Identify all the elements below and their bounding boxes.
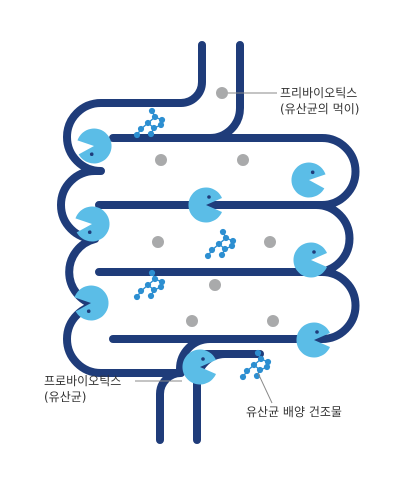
culture-molecule-icon: [204, 228, 237, 260]
prebiotic-dot-icon: [237, 154, 249, 166]
culture-label-text: 유산균 배양 건조물: [246, 405, 342, 419]
probiotic-pacman-icon: [182, 349, 216, 385]
culture-molecule-icon: [133, 107, 166, 139]
prebiotic-dot-icon: [267, 315, 279, 327]
prebiotic-dot-icon: [264, 236, 276, 248]
probiotics-label: 프로바이오틱스 (유산균): [44, 373, 121, 405]
prebiotics-label-line2: (유산균의 먹이): [280, 102, 360, 116]
prebiotic-dot-icon: [155, 154, 167, 166]
prebiotics-label-line1: 프리바이오틱스: [280, 86, 358, 100]
probiotic-pacman-icon: [76, 127, 113, 165]
culture-leader-line: [257, 372, 273, 404]
probiotics-label-line1: 프로바이오틱스: [44, 374, 122, 388]
prebiotic-dot-icon: [209, 279, 221, 291]
prebiotic-dot-icon: [216, 87, 228, 99]
probiotics-label-line2: (유산균): [44, 390, 87, 404]
probiotic-pacman-icon: [293, 242, 327, 278]
probiotic-pacman-icon: [290, 161, 327, 199]
culture-label: 유산균 배양 건조물: [246, 404, 342, 420]
prebiotic-dot-icon: [186, 315, 198, 327]
prebiotic-dot-icon: [152, 236, 164, 248]
prebiotics-label: 프리바이오틱스 (유산균의 먹이): [280, 85, 359, 117]
